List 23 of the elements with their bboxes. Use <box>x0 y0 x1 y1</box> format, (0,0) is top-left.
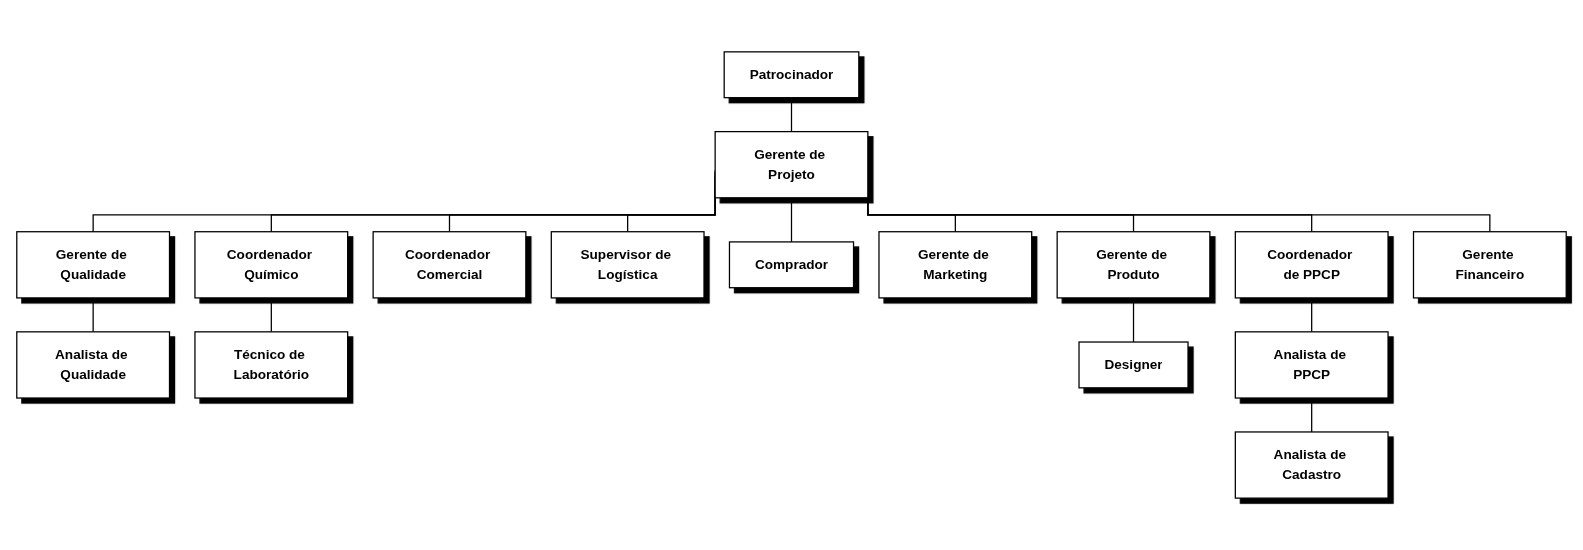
node-box: Comprador <box>728 241 855 289</box>
node-box: Gerente de Marketing <box>878 231 1033 299</box>
connector <box>1311 297 1313 333</box>
node-box: Supervisor de Logística <box>550 231 705 299</box>
node-box: Gerente de Projeto <box>714 131 869 199</box>
connector <box>92 297 94 333</box>
node-box: Técnico de Laboratório <box>194 331 349 399</box>
node-box: Patrocinador <box>723 51 860 99</box>
connector <box>790 97 793 133</box>
node-box: Analista de Cadastro <box>1234 431 1389 499</box>
node-box: Analista de PPCP <box>1234 331 1389 399</box>
node-box: Gerente de Produto <box>1056 231 1211 299</box>
connector <box>790 197 793 243</box>
connector <box>1311 397 1313 433</box>
node-box: Coordenador Químico <box>194 231 349 299</box>
connector <box>1132 297 1135 343</box>
node-box: Analista de Qualidade <box>16 331 171 399</box>
node-box: Gerente de Qualidade <box>16 231 171 299</box>
node-box: Coordenador Comercial <box>372 231 527 299</box>
node-box: Designer <box>1078 341 1189 389</box>
node-box: Gerente Financeiro <box>1412 231 1567 299</box>
node-box: Coordenador de PPCP <box>1234 231 1389 299</box>
connector <box>270 297 272 333</box>
